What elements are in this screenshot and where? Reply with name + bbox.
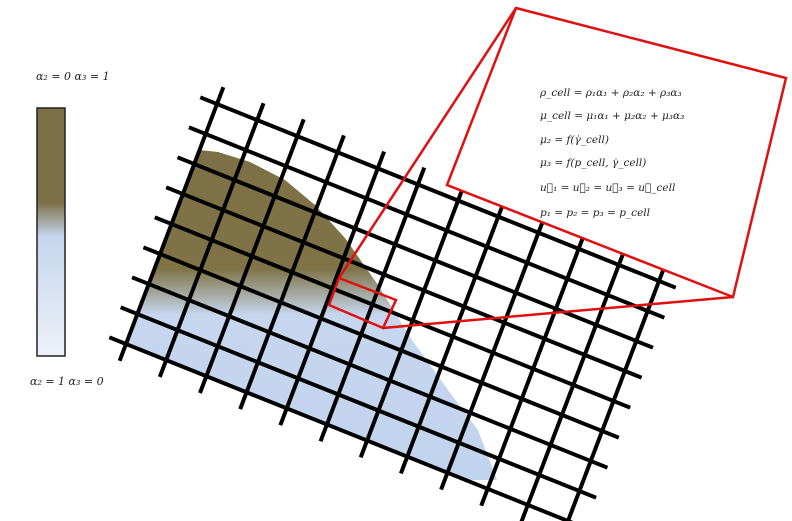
mesh-row-line	[176, 155, 654, 350]
fluid-fill	[126, 150, 497, 480]
mesh-row-line	[131, 275, 609, 470]
equation-pressure: p₁ = p₂ = p₃ = p_cell	[540, 207, 650, 219]
mesh-column-line	[439, 215, 547, 491]
equations: ρ_cell = ρ₁α₁ + ρ₂α₂ + ρ₃α₃ μ_cell = μ₁α…	[539, 87, 684, 219]
equation-mu3: μ₃ = f(p_cell, γ̇_cell)	[540, 156, 646, 169]
mesh-column-line	[157, 102, 266, 378]
equation-mu2: μ₂ = f(γ̇_cell)	[540, 133, 609, 146]
mesh-column-line	[519, 247, 628, 521]
mesh-row-line	[142, 245, 620, 440]
equation-viscosity: μ_cell = μ₁α₁ + μ₂α₂ + μ₃α₃	[540, 110, 684, 122]
mesh-row-line	[199, 95, 677, 290]
mesh-row-line	[154, 215, 631, 410]
mesh-column-line	[238, 134, 346, 410]
mesh-row-line	[119, 305, 597, 500]
mesh-column-line	[278, 150, 386, 426]
equation-velocity: u⃗₁ = u⃗₂ = u⃗₃ = u⃗_cell	[540, 182, 675, 194]
mesh-column-line	[565, 263, 668, 521]
mesh-column-line	[399, 199, 507, 475]
equation-density: ρ_cell = ρ₁α₁ + ρ₂α₂ + ρ₃α₃	[539, 87, 682, 99]
equation-box	[445, 6, 788, 299]
mesh-column-line	[358, 183, 467, 459]
mesh-row-line	[188, 125, 666, 320]
mesh-row-line	[108, 335, 574, 521]
colorbar-bottom-label: α₂ = 1 α₃ = 0	[30, 375, 104, 388]
colorbar-top-label: α₂ = 0 α₃ = 1	[36, 70, 110, 83]
callout-line-bottom	[382, 295, 734, 330]
colorbar-bar	[36, 107, 66, 357]
mesh-column-line	[198, 118, 306, 394]
mesh-column-line	[117, 86, 226, 362]
mesh-row-line	[165, 185, 643, 380]
zoom-callout	[327, 6, 788, 330]
callout-line-top	[337, 7, 518, 279]
mesh-column-line	[479, 231, 587, 507]
mesh-grid	[108, 86, 677, 521]
fluid-region	[126, 150, 497, 480]
mesh-column-line	[318, 166, 427, 442]
colorbar: α₂ = 0 α₃ = 1 α₂ = 1 α₃ = 0	[30, 70, 110, 388]
